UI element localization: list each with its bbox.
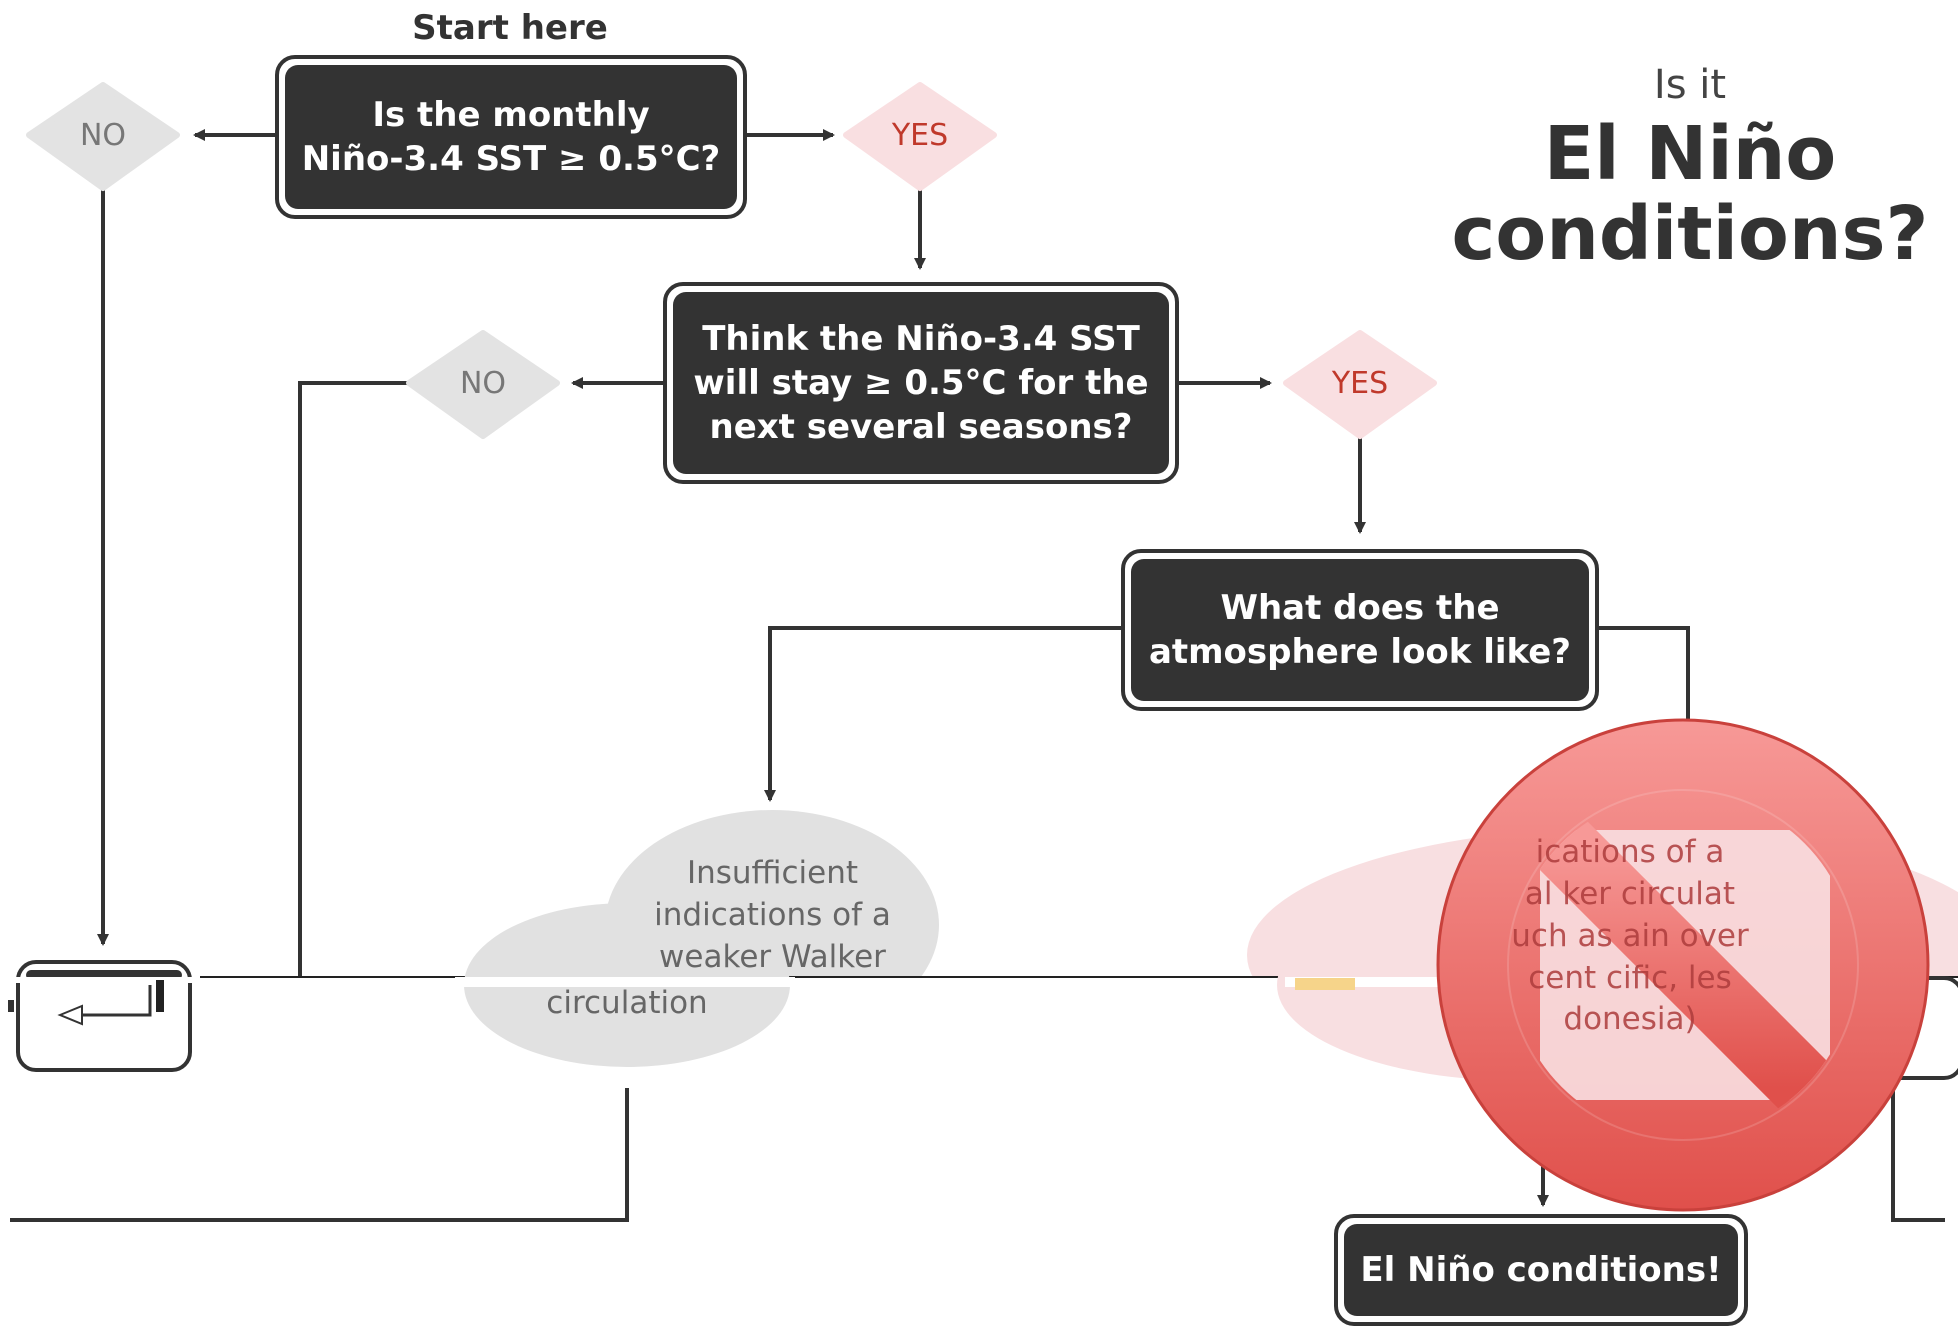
box-q3-text: What does the atmosphere look like?: [1148, 587, 1572, 672]
diamond-no2: [406, 330, 560, 439]
fragment-tick: [8, 1000, 14, 1012]
decision-yes2: YES: [1331, 365, 1389, 401]
box-q1: [285, 65, 737, 209]
glitch-mask: [455, 977, 795, 987]
box-result-text: El Niño conditions!: [1360, 1249, 1722, 1290]
diamond-yes2: [1283, 330, 1437, 439]
title-prefix: Is it: [1653, 62, 1727, 108]
decision-yes1: YES: [891, 117, 949, 153]
outcome-insufficient-text: Insufficient indications of a weaker Wal…: [654, 855, 891, 975]
page-title: El Niño conditions?: [1451, 111, 1929, 277]
line-no2-down: [298, 381, 410, 976]
decision-no2: NO: [459, 365, 507, 401]
line-atmosphere-right: [1597, 626, 1690, 720]
outcome-insufficient-text-shifted: circulation: [546, 985, 708, 1021]
fragment-line: [70, 985, 152, 1017]
box-q3: [1131, 559, 1589, 701]
fragment-arrow-icon: [57, 1004, 83, 1026]
decision-no1: NO: [79, 117, 127, 153]
box-q2-text: Think the Niño-3.4 SST will stay ≥ 0.5°C…: [693, 318, 1149, 448]
arrow-atmosphere-left: [764, 626, 1123, 802]
glitch-highlight: [1295, 978, 1355, 990]
diamond-yes1: [843, 82, 997, 191]
box-q2: [673, 292, 1169, 474]
box-q1-text: Is the monthly Niño-3.4 SST ≥ 0.5°C?: [301, 94, 721, 179]
line-insufficient-down: [10, 1066, 629, 1222]
prohibition-sign-icon: [1436, 718, 1930, 1212]
line-right-edge: [1891, 1060, 1945, 1222]
outcome-indications-text: ications of a al ker circulat uch as ain…: [1511, 834, 1749, 1038]
box-fragment-mask: [0, 977, 200, 983]
diamond-no1: [26, 82, 180, 191]
box-result: [1344, 1224, 1738, 1316]
start-label: Start here: [412, 8, 608, 48]
